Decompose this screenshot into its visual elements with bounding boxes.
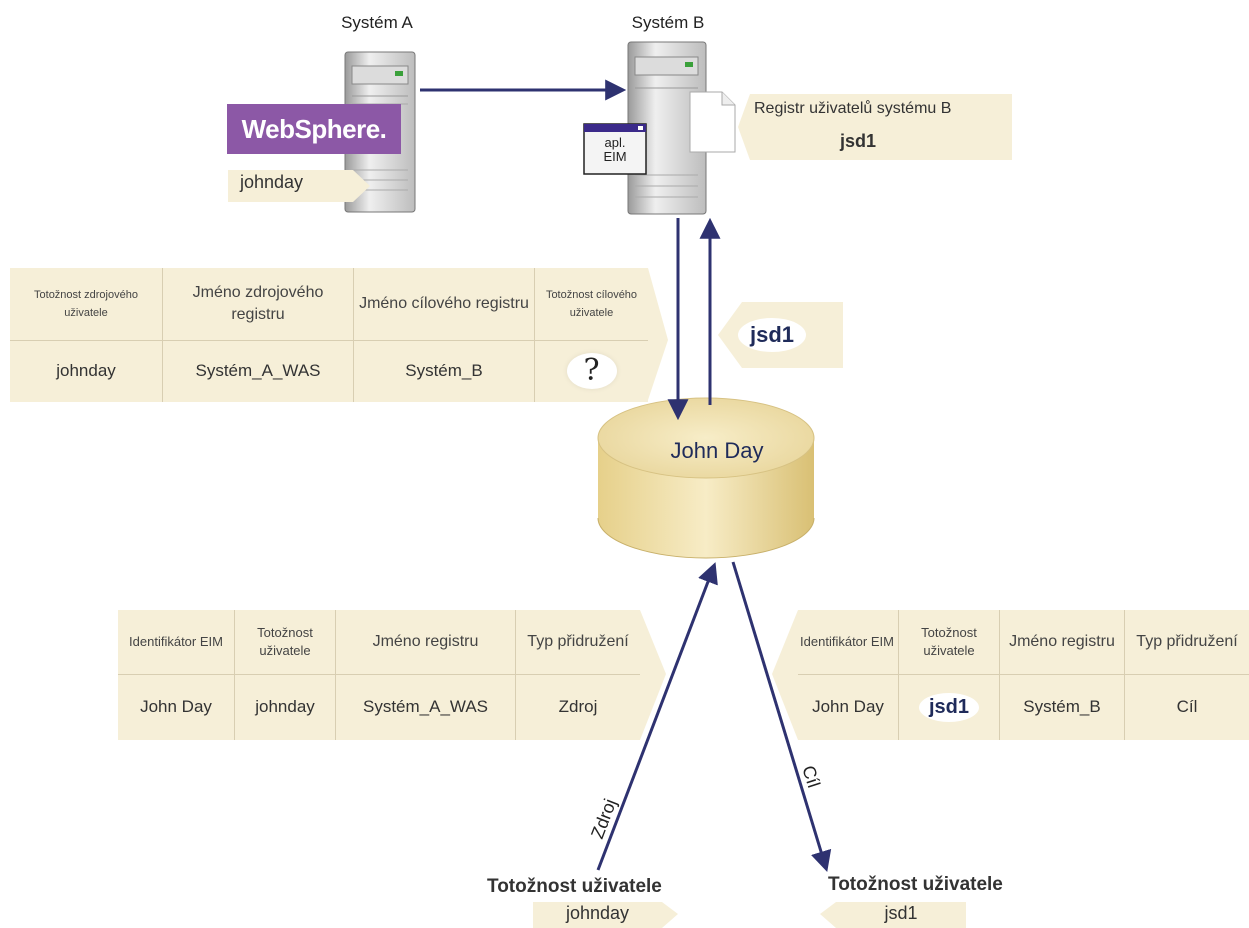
- database-label: John Day: [670, 438, 764, 463]
- websphere-logo: WebSphere.: [227, 104, 401, 154]
- returned-identity: jsd1: [738, 318, 807, 352]
- registry-tag-shape: [738, 94, 1012, 160]
- source-header-type: Typ přidružení: [515, 610, 640, 675]
- system-a-label: Systém A: [341, 13, 413, 32]
- source-table-tip: [640, 610, 666, 740]
- eim-app-window-icon: [583, 123, 647, 175]
- source-header-user: Totožnost uživatele: [234, 610, 336, 675]
- document-icon: [689, 91, 736, 153]
- target-value-user-cell: jsd1: [898, 674, 1000, 740]
- target-association-table: Identifikátor EIM Totožnost uživatele Jm…: [798, 610, 1249, 740]
- arrow-source-to-db: [596, 562, 718, 871]
- system-a-user: johnday: [240, 172, 304, 192]
- eim-app-label-line1: apl.: [604, 135, 626, 150]
- target-table-tip: [772, 610, 798, 740]
- eim-app-label: apl. EIM: [584, 136, 646, 164]
- target-value-eim-id: John Day: [798, 674, 899, 740]
- source-identity-tag-shape: [533, 902, 678, 928]
- source-identity-title: Totožnost uživatele: [487, 876, 662, 897]
- registry-user: jsd1: [840, 131, 877, 151]
- target-header-registry: Jméno registru: [999, 610, 1125, 675]
- lookup-header-target-user: Totožnost cílového uživatele: [534, 268, 648, 341]
- target-value-type: Cíl: [1176, 697, 1198, 717]
- system-b-label: Systém B: [631, 13, 705, 32]
- lookup-table: Totožnost zdrojového uživatele Jméno zdr…: [10, 268, 648, 402]
- lookup-value-source-user: johnday: [10, 340, 163, 402]
- source-header-eim-id: Identifikátor EIM: [118, 610, 235, 675]
- eim-app-label-line2: EIM: [603, 149, 627, 164]
- johnday-tag-shape: [228, 170, 370, 202]
- target-header-eim-id: Identifikátor EIM: [798, 610, 899, 675]
- target-identity-title: Totožnost uživatele: [828, 874, 1003, 895]
- lookup-value-target-user-cell: ?: [535, 340, 649, 402]
- target-value-user: jsd1: [918, 692, 980, 722]
- target-header-user: Totožnost uživatele: [898, 610, 1000, 675]
- lookup-header-target-registry: Jméno cílového registru: [353, 268, 535, 341]
- source-header-registry: Jméno registru: [335, 610, 516, 675]
- source-association-table: Identifikátor EIM Totožnost uživatele Jm…: [118, 610, 640, 740]
- arrow-db-to-target: [731, 561, 832, 873]
- source-identity-value: johnday: [565, 903, 630, 923]
- question-mark-icon: ?: [566, 353, 617, 390]
- lookup-header-source-user: Totožnost zdrojového uživatele: [10, 268, 163, 341]
- returned-identity-bubble: jsd1: [738, 318, 807, 352]
- target-identity-tag-shape: [820, 902, 966, 928]
- source-value-registry: Systém_A_WAS: [335, 674, 516, 740]
- target-identity-value: jsd1: [884, 903, 918, 923]
- source-value-eim-id: John Day: [118, 674, 235, 740]
- lookup-value-source-registry: Systém_A_WAS: [162, 340, 354, 402]
- target-value-registry: Systém_B: [999, 674, 1125, 740]
- source-value-type: Zdroj: [558, 697, 598, 717]
- registry-title: Registr uživatelů systému B: [754, 100, 952, 117]
- source-value-user: johnday: [234, 674, 336, 740]
- database-icon: [597, 397, 815, 559]
- lookup-table-tip: [648, 268, 668, 400]
- source-arrow-label: Zdroj: [587, 796, 620, 841]
- lookup-value-target-registry: Systém_B: [353, 340, 535, 402]
- target-header-type: Typ přidružení: [1124, 610, 1249, 675]
- lookup-header-source-registry: Jméno zdrojového registru: [162, 268, 354, 341]
